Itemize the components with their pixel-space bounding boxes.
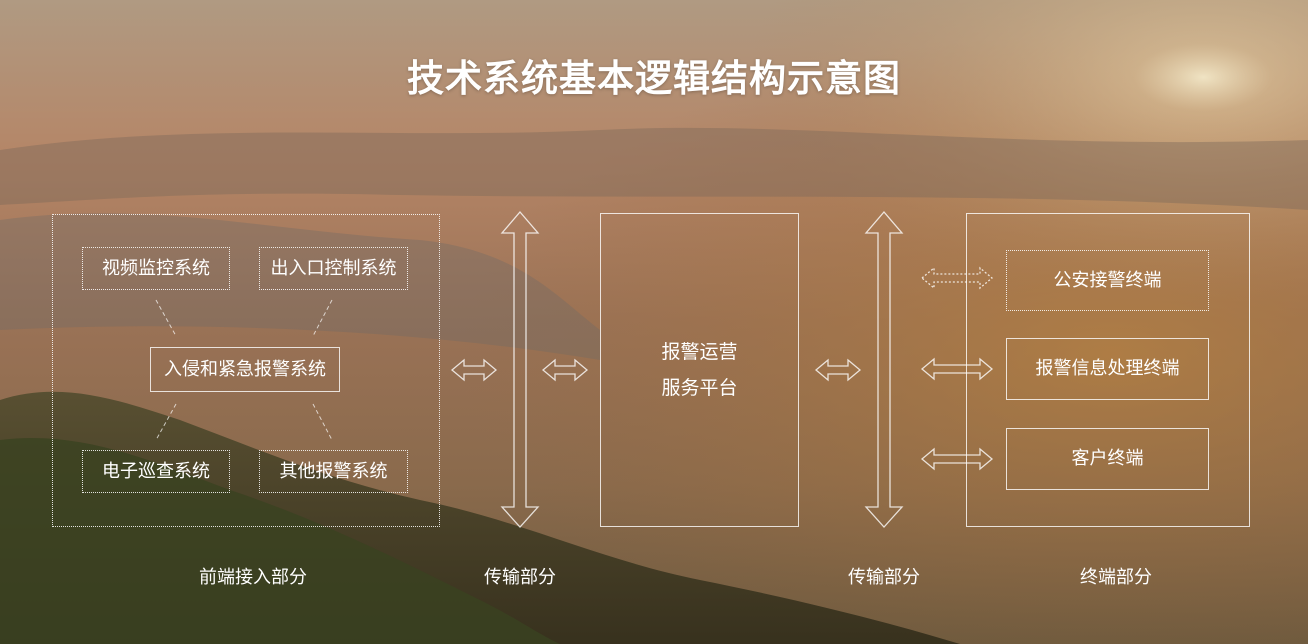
label-front-end: 前端接入部分 — [199, 567, 307, 588]
label-transmission-left: 传输部分 — [484, 567, 556, 588]
terminal-alarm-processing: 报警信息处理终端 — [1006, 338, 1209, 400]
platform-line-1: 报警运营 — [661, 341, 738, 363]
vertical-double-arrow-left — [500, 211, 540, 528]
double-arrow-icon — [814, 358, 862, 382]
page-title: 技术系统基本逻辑结构示意图 — [407, 57, 901, 100]
vertical-double-arrow-right — [864, 211, 904, 528]
subsystem-video-surveillance: 视频监控系统 — [82, 247, 230, 290]
subsystem-patrol: 电子巡查系统 — [82, 450, 230, 493]
intrusion-emergency-alarm-system: 入侵和紧急报警系统 — [150, 347, 340, 392]
double-arrow-icon — [450, 358, 498, 382]
double-arrow-icon — [541, 358, 589, 382]
label-transmission-right: 传输部分 — [848, 567, 920, 588]
label-terminal: 终端部分 — [1080, 567, 1152, 588]
alarm-service-platform: 报警运营 服务平台 — [600, 213, 799, 527]
front-end-group — [52, 214, 440, 527]
platform-line-2: 服务平台 — [661, 377, 738, 399]
subsystem-access-control: 出入口控制系统 — [259, 247, 408, 290]
terminal-police: 公安接警终端 — [1006, 250, 1209, 311]
terminal-customer: 客户终端 — [1006, 428, 1209, 490]
subsystem-other-alarm: 其他报警系统 — [259, 450, 408, 493]
